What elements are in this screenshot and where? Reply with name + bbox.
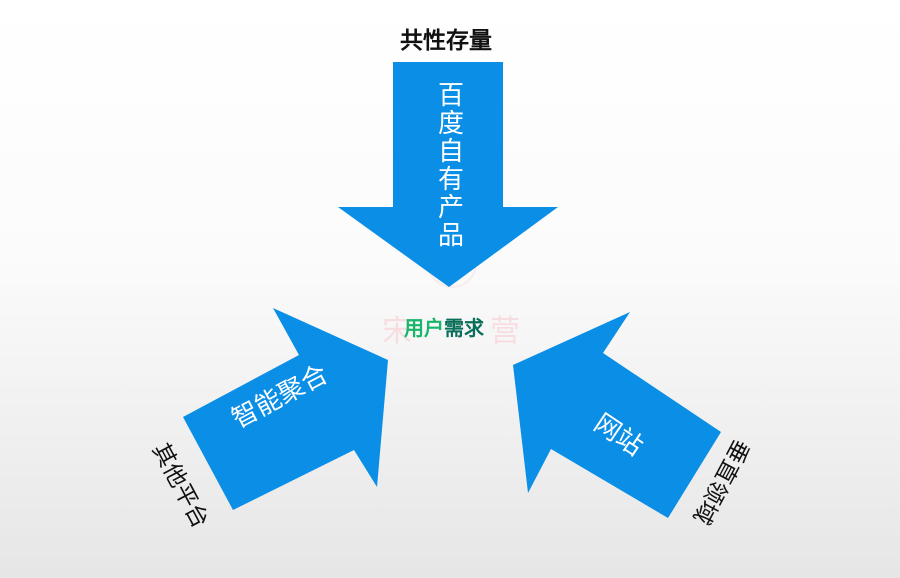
arrow-left [183,308,388,510]
top-arrow-char: 有 [437,165,464,195]
top-arrow-char: 产 [437,193,464,223]
watermark-text-left: 宋 [382,314,412,349]
top-arrow-char: 自 [437,137,464,167]
center-label: 用户需求 [404,318,484,338]
arrow-top [338,62,558,287]
top-arrow-text: 百度自有产品 [431,82,471,250]
center-label-part-demand: 需求 [444,316,484,340]
top-label: 共性存量 [400,28,492,54]
center-label-part-users: 用户 [404,316,444,340]
top-arrow-char: 品 [437,221,464,251]
top-arrow-char: 度 [437,109,464,139]
arrow-right [513,312,721,518]
top-arrow-char: 百 [437,81,464,111]
watermark-text-right: 营 [490,314,520,349]
